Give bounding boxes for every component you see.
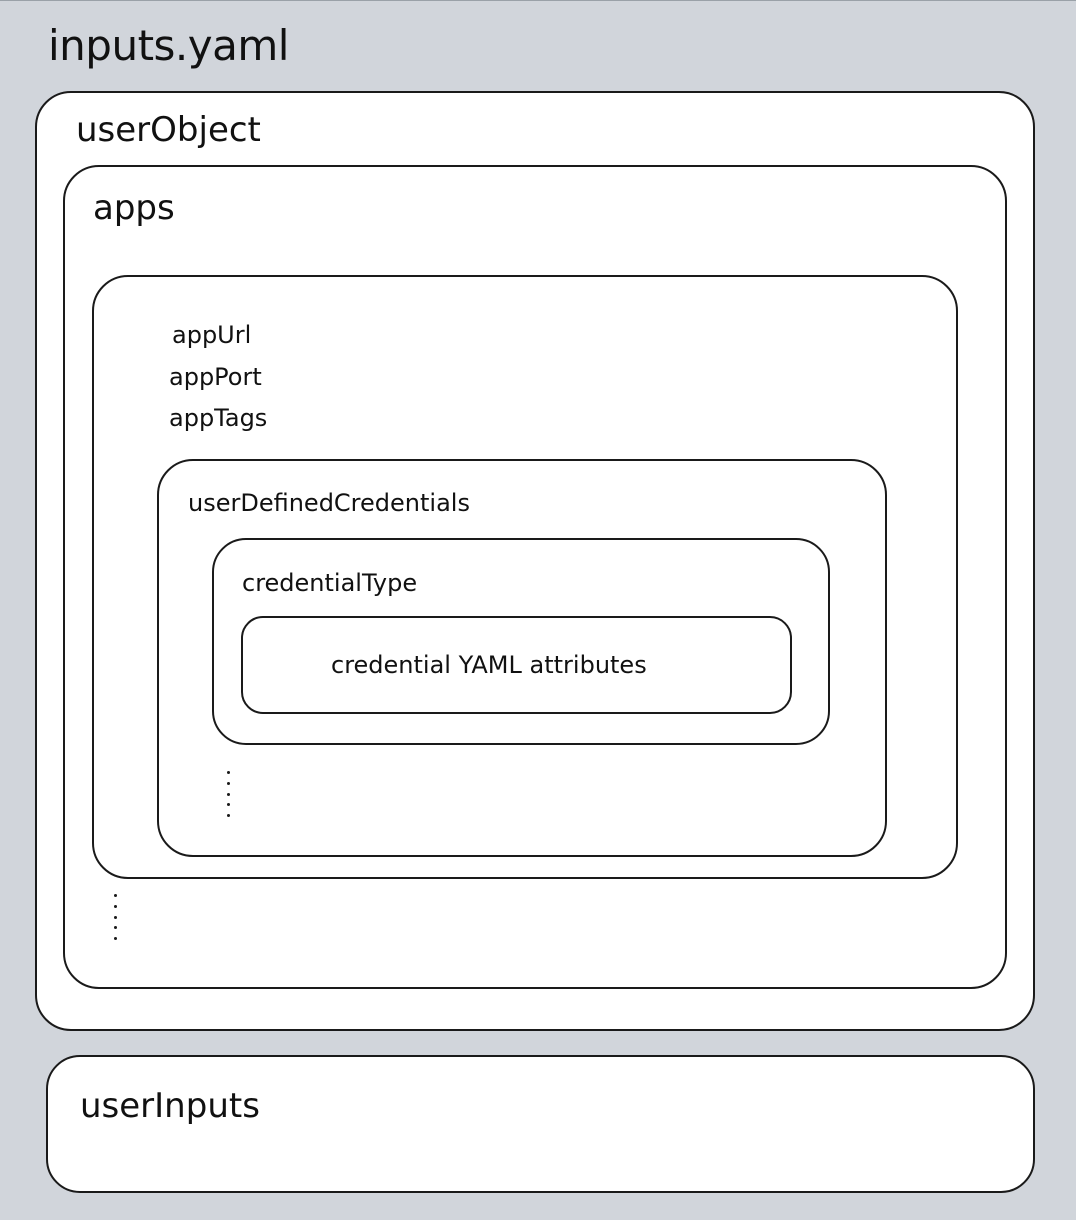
diagram-title: inputs.yaml	[48, 21, 289, 70]
credential-attributes-label: credential YAML attributes	[331, 651, 647, 679]
app-item-box: appUrl appPort appTags userDefinedCreden…	[92, 275, 958, 879]
more-credentials-ellipsis	[226, 771, 230, 817]
user-inputs-label: userInputs	[80, 1086, 260, 1126]
more-apps-ellipsis	[113, 894, 117, 940]
credential-type-box: credentialType credential YAML attribute…	[212, 538, 830, 745]
apps-label: apps	[93, 188, 175, 228]
user-inputs-box: userInputs	[46, 1055, 1035, 1193]
apps-box: apps appUrl appPort appTags userDefinedC…	[63, 165, 1007, 989]
user-object-label: userObject	[76, 110, 261, 150]
app-field-url: appUrl	[172, 321, 252, 349]
app-field-port: appPort	[169, 363, 262, 391]
credential-attributes-box: credential YAML attributes	[241, 616, 792, 714]
credential-type-label: credentialType	[242, 569, 418, 597]
user-object-box: userObject apps appUrl appPort appTags u…	[35, 91, 1035, 1031]
user-defined-credentials-label: userDefinedCredentials	[188, 489, 470, 517]
app-field-tags: appTags	[169, 404, 268, 432]
user-defined-credentials-box: userDefinedCredentials credentialType cr…	[157, 459, 887, 857]
